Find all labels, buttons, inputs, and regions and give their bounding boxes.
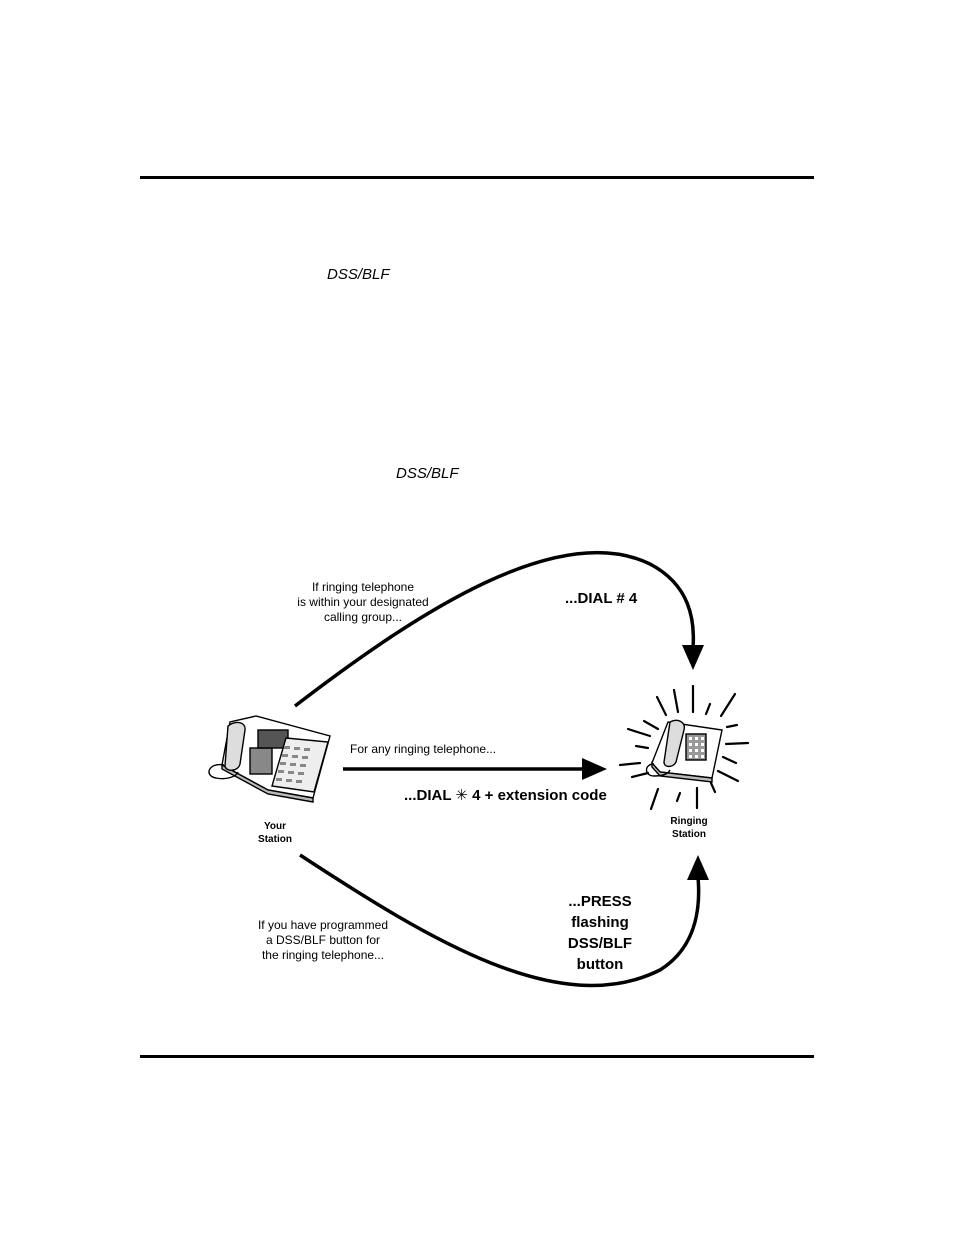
bottom-caption-line-3: the ringing telephone... — [261, 948, 385, 962]
dss-blf-label-2: DSS/BLF — [396, 465, 459, 482]
your-station-line-2: Station — [258, 834, 292, 845]
top-rule — [140, 176, 814, 179]
star-key-icon: ✳ — [455, 787, 468, 804]
bottom-action-line-1: ...PRESS — [568, 893, 632, 910]
your-station-label: Your Station — [250, 820, 300, 846]
bottom-rule — [140, 1055, 814, 1058]
top-arrowhead — [682, 645, 704, 670]
bottom-caption-line-2: a DSS/BLF button for — [265, 933, 381, 947]
middle-action-prefix: ...DIAL — [404, 787, 452, 804]
top-caption-line-2: is within your designated — [297, 595, 429, 609]
your-station-line-1: Your — [263, 821, 287, 832]
bottom-path-action: ...PRESS flashing DSS/BLF button — [555, 891, 645, 975]
bottom-arrow — [299, 853, 701, 988]
middle-path-caption: For any ringing telephone... — [350, 742, 497, 756]
bottom-action-line-3: DSS/BLF — [567, 935, 633, 952]
top-path-action: ...DIAL # 4 — [565, 590, 638, 607]
middle-action-suffix: 4 + extension code — [472, 787, 607, 804]
bottom-action-line-2: flashing — [571, 914, 629, 931]
top-path-caption: If ringing telephone is within your desi… — [293, 580, 433, 625]
top-arrow — [293, 550, 696, 708]
ringing-station-phone-icon — [645, 719, 723, 783]
ringing-station-label: Ringing Station — [663, 815, 715, 841]
ringing-station-line-2: Station — [672, 829, 706, 840]
ringing-station-line-1: Ringing — [670, 816, 708, 827]
bottom-caption-line-1: If you have programmed — [257, 918, 389, 932]
your-station-phone-icon — [208, 715, 331, 803]
bottom-action-line-4: button — [576, 956, 624, 973]
middle-path-action: ...DIAL ✳ 4 + extension code — [404, 786, 607, 804]
top-caption-line-1: If ringing telephone — [311, 580, 415, 594]
bottom-path-caption: If you have programmed a DSS/BLF button … — [253, 918, 393, 963]
bottom-arrowhead — [687, 855, 709, 880]
middle-arrowhead — [582, 758, 607, 780]
top-caption-line-3: calling group... — [323, 610, 403, 624]
ringing-rays-icon — [618, 684, 750, 811]
dss-blf-label-1: DSS/BLF — [327, 266, 390, 283]
